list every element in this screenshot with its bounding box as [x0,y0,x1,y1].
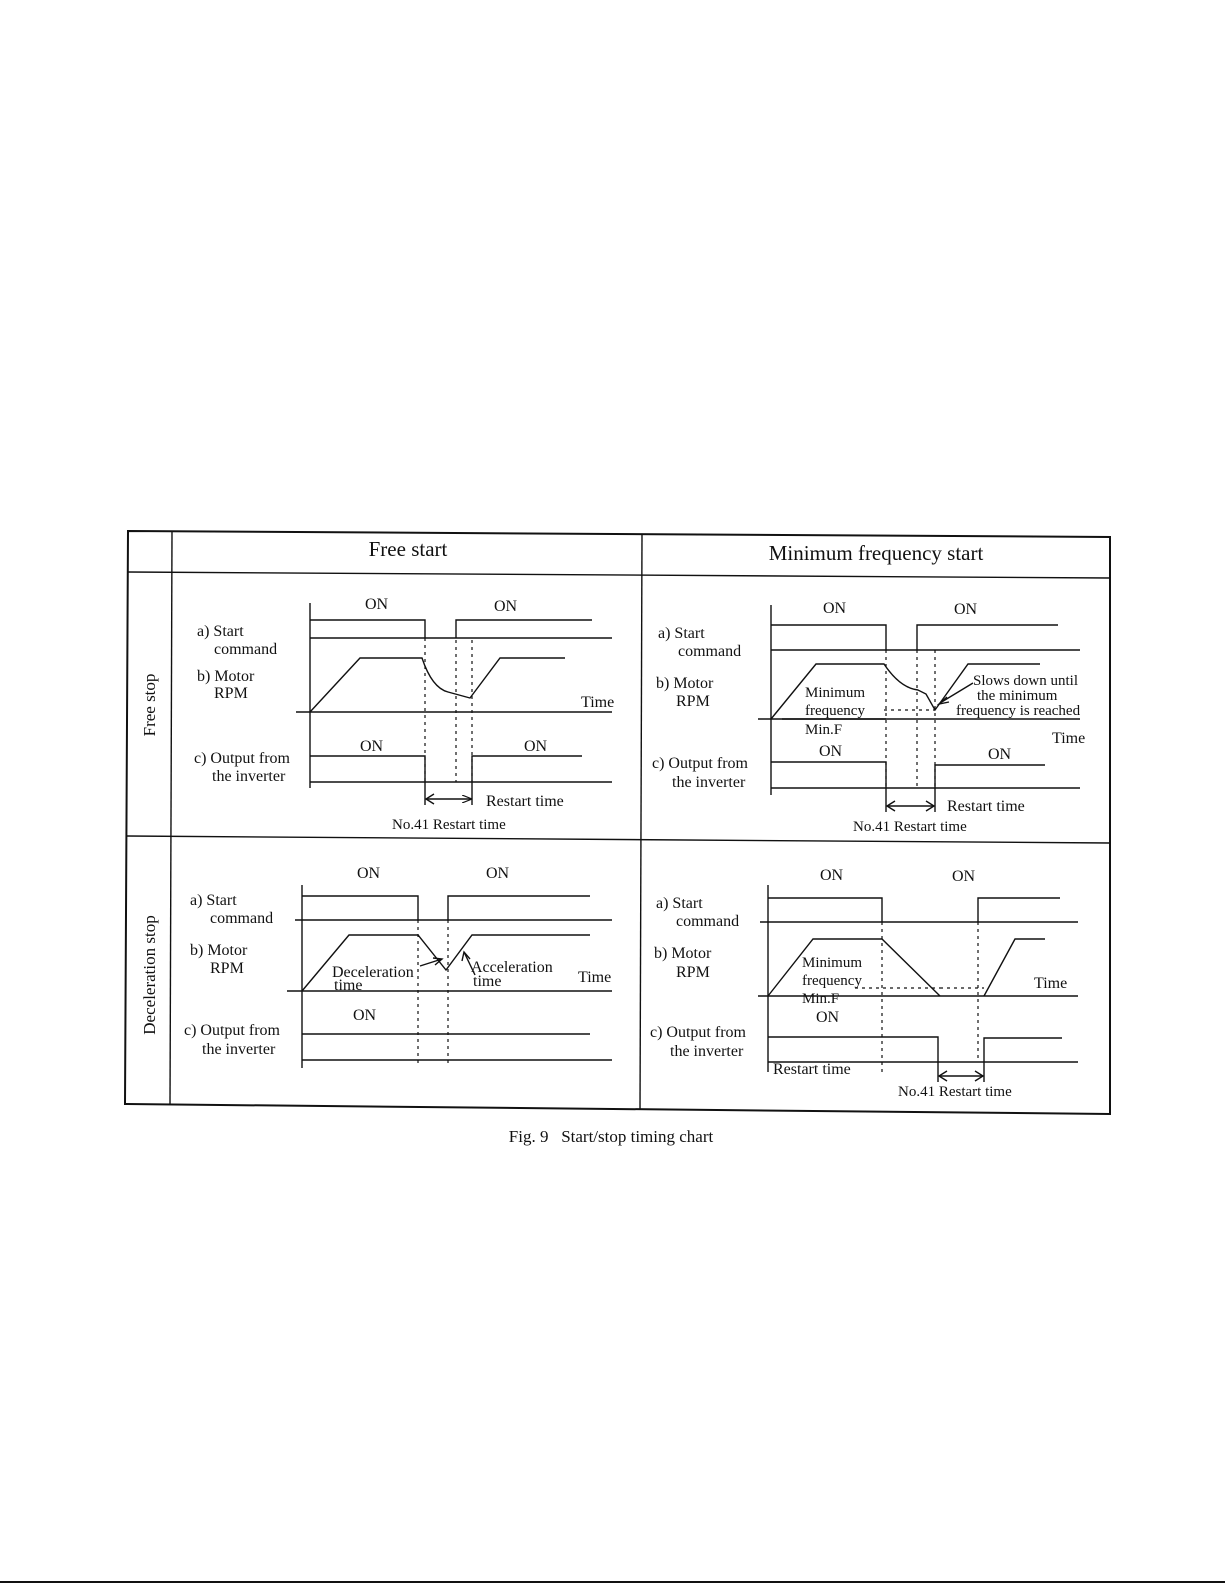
min-frequency-label: Minimum [805,685,865,701]
accel-time-label: time [473,973,501,990]
restart-time-label: Restart time [947,798,1025,815]
start-command-label: a) Start [658,625,705,642]
min-f-label: Min.F [802,991,839,1007]
output-label: c) Output from [194,750,291,767]
min-frequency-label: frequency [805,703,865,719]
motor-rpm-label: b) Motor [190,942,248,959]
start-command-signal [768,897,1060,922]
motor-rpm-curve [767,938,1045,997]
motor-rpm-label: b) Motor [656,675,714,692]
start-command-signal [771,624,1058,650]
panel-free-start-free-stop: a) Start command b) Motor RPM c) Output … [194,596,614,833]
time-label: Time [578,969,611,986]
motor-rpm-label: b) Motor [197,668,255,685]
no41-restart-time-label: No.41 Restart time [898,1084,1012,1100]
on-label: ON [820,867,844,884]
table-grid [123,529,1111,1116]
panel-free-start-deceleration-stop: a) Start command b) Motor RPM c) Output … [184,865,612,1068]
start-command-label: command [214,641,277,658]
panel-min-frequency-start-deceleration-stop: a) Start command b) Motor RPM c) Output … [650,867,1078,1100]
output-label: c) Output from [184,1022,281,1039]
on-label: ON [988,746,1012,763]
start-command-label: command [210,910,273,927]
panel-min-frequency-start-free-stop: a) Start command b) Motor RPM c) Output … [652,600,1085,835]
motor-rpm-curve [309,657,565,713]
figure-caption: Fig. 9 Start/stop timing chart [509,1127,714,1146]
start-command-label: a) Start [197,623,244,640]
on-label: ON [819,743,843,760]
on-label: ON [954,601,978,618]
row-header-free-stop: Free stop [140,674,159,737]
start-command-label: a) Start [190,892,237,909]
slows-down-note: frequency is reached [956,703,1081,719]
on-label: ON [486,865,510,882]
column-header-minimum-frequency-start: Minimum frequency start [769,541,984,565]
slows-down-note: Slows down until [973,673,1078,689]
restart-time-label: Restart time [773,1061,851,1078]
on-label: ON [952,868,976,885]
motor-rpm-label: RPM [676,693,710,710]
on-label: ON [365,596,389,613]
start-command-label: command [676,913,739,930]
start-command-label: command [678,643,741,660]
on-label: ON [357,865,381,882]
on-label: ON [524,738,548,755]
start-command-label: a) Start [656,895,703,912]
slows-down-note: the minimum [977,688,1058,704]
min-frequency-label: frequency [802,973,862,989]
min-frequency-label: Minimum [802,955,862,971]
motor-rpm-label: RPM [214,685,248,702]
motor-rpm-label: RPM [210,960,244,977]
on-label: ON [816,1009,840,1026]
accel-time-label: Acceleration [471,959,553,976]
motor-rpm-label: b) Motor [654,945,712,962]
output-label: the inverter [672,774,746,791]
output-signal [771,761,1045,788]
no41-restart-time-label: No.41 Restart time [392,817,506,833]
output-signal [768,1036,1062,1062]
no41-restart-time-label: No.41 Restart time [853,819,967,835]
output-label: the inverter [670,1043,744,1060]
time-label: Time [1034,975,1067,992]
motor-rpm-curve [770,663,1040,720]
output-label: the inverter [202,1041,276,1058]
min-f-label: Min.F [805,722,842,738]
column-header-free-start: Free start [369,537,448,561]
time-label: Time [581,694,614,711]
output-label: the inverter [212,768,286,785]
decel-time-label: time [334,977,362,994]
row-header-deceleration-stop: Deceleration stop [140,915,159,1034]
output-label: c) Output from [652,755,749,772]
output-label: c) Output from [650,1024,747,1041]
on-label: ON [360,738,384,755]
output-signal [310,755,582,782]
start-command-signal [310,619,592,638]
motor-rpm-label: RPM [676,964,710,981]
on-label: ON [823,600,847,617]
time-label: Time [1052,730,1085,747]
start-command-signal [302,895,590,920]
restart-time-label: Restart time [486,793,564,810]
on-label: ON [353,1007,377,1024]
on-label: ON [494,598,518,615]
motor-rpm-curve [301,934,590,992]
decel-time-label: Deceleration [332,964,414,981]
